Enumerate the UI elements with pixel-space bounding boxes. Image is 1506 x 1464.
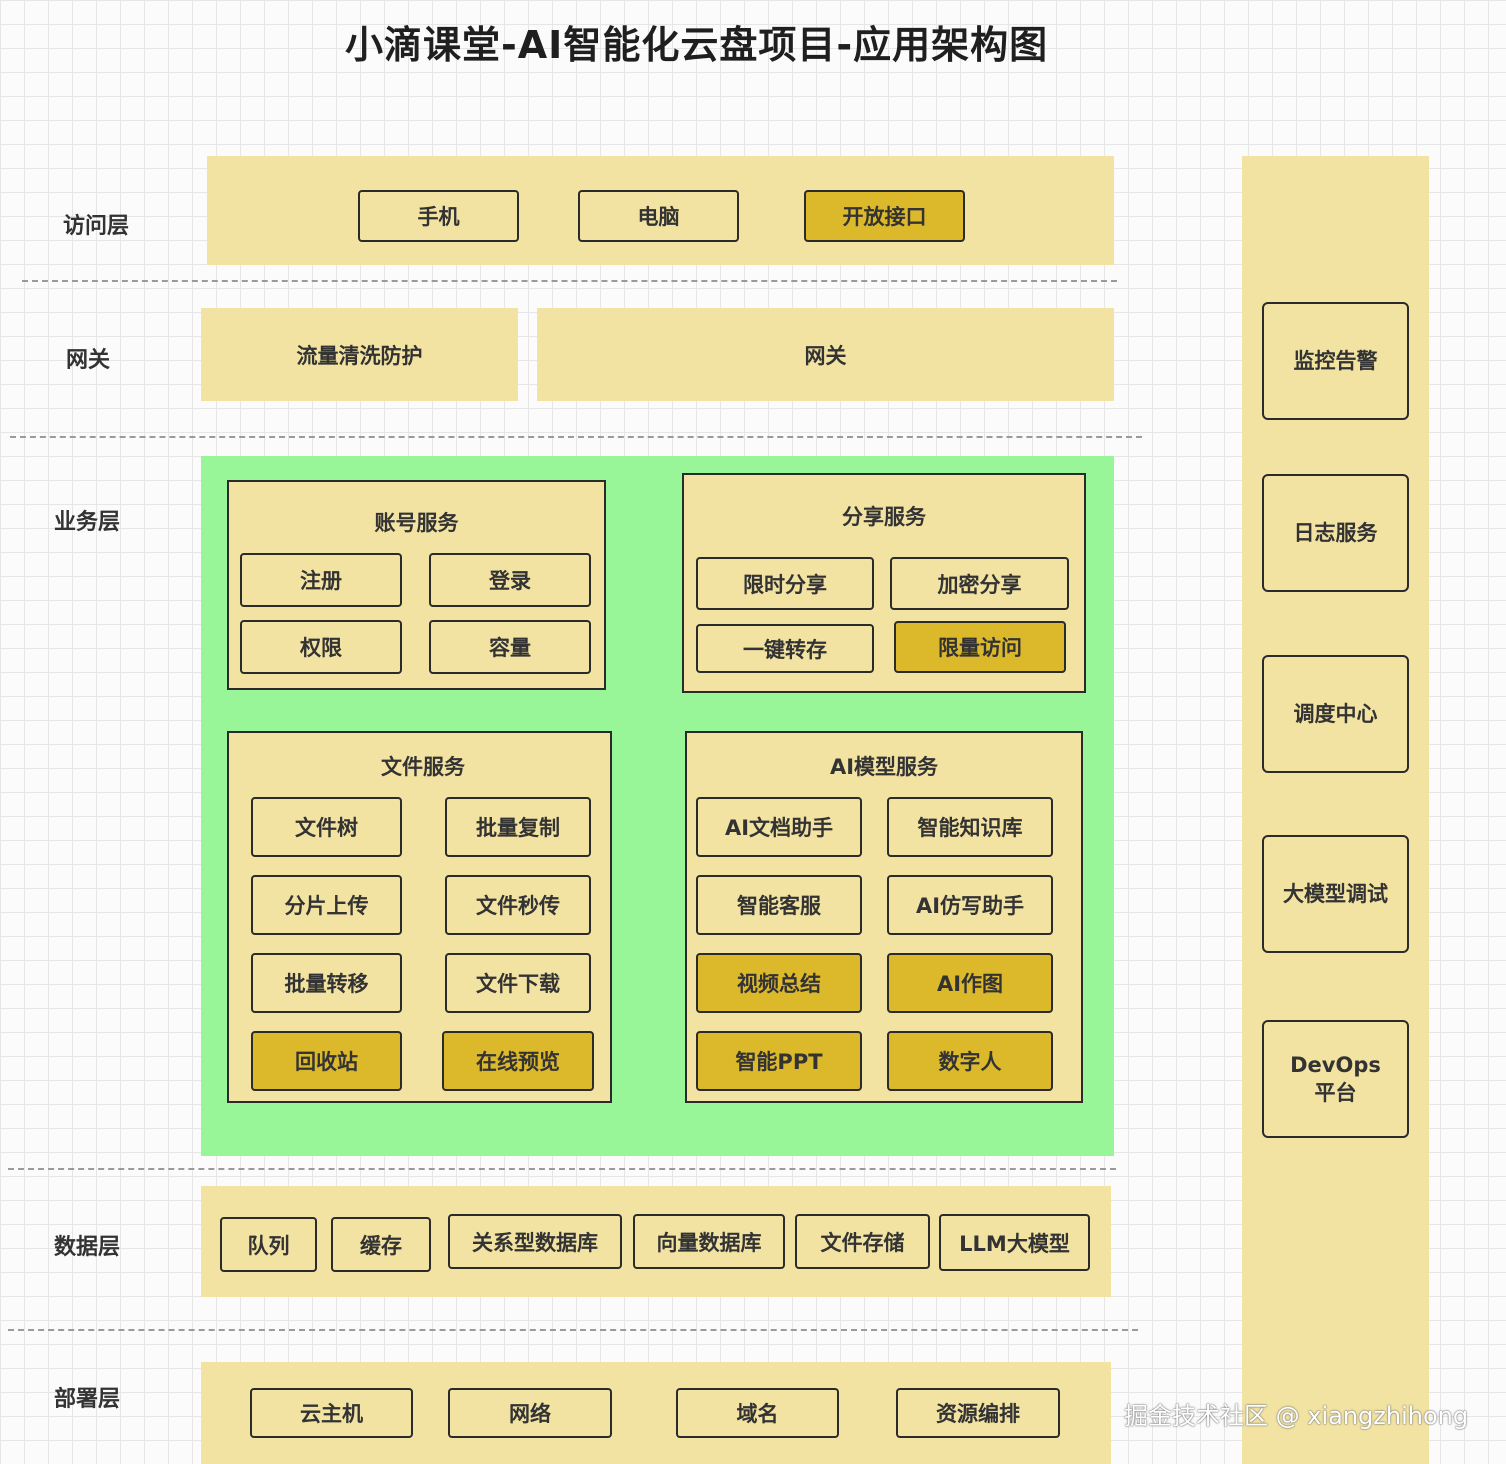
gateway-block: 网关 — [537, 308, 1114, 401]
data-file-storage: 文件存储 — [795, 1214, 930, 1269]
account-capacity: 容量 — [429, 620, 591, 674]
devops-line-1: DevOps — [1290, 1053, 1381, 1077]
ai-writing-assistant: AI仿写助手 — [887, 875, 1053, 935]
file-recycle-bin: 回收站 — [251, 1031, 402, 1091]
access-pc: 电脑 — [578, 190, 739, 242]
data-relational-db: 关系型数据库 — [448, 1214, 622, 1269]
share-limited-access: 限量访问 — [894, 621, 1066, 673]
file-online-preview: 在线预览 — [442, 1031, 594, 1091]
deploy-cloud-host: 云主机 — [250, 1388, 413, 1438]
ai-image-generation: AI作图 — [887, 953, 1053, 1013]
access-open-api: 开放接口 — [804, 190, 965, 242]
ai-service-title: AI模型服务 — [829, 755, 939, 779]
file-instant-upload: 文件秒传 — [445, 875, 591, 935]
ai-digital-human: 数字人 — [887, 1031, 1053, 1091]
ai-doc-assistant: AI文档助手 — [696, 797, 862, 857]
separator-data — [8, 1329, 1138, 1331]
right-devops-platform: DevOps 平台 — [1262, 1020, 1409, 1138]
separator-access — [22, 280, 1117, 282]
right-scheduling-center: 调度中心 — [1262, 655, 1409, 773]
file-chunk-upload: 分片上传 — [251, 875, 402, 935]
separator-business — [8, 1168, 1116, 1170]
ai-smart-ppt: 智能PPT — [696, 1031, 862, 1091]
file-service-title: 文件服务 — [381, 755, 465, 779]
share-service-title: 分享服务 — [842, 505, 926, 529]
data-vector-db: 向量数据库 — [633, 1214, 785, 1269]
account-service-title: 账号服务 — [374, 511, 459, 535]
right-log-service: 日志服务 — [1262, 474, 1409, 592]
traffic-cleaning-protection: 流量清洗防护 — [201, 308, 518, 401]
devops-line-2: 平台 — [1314, 1081, 1357, 1105]
share-one-click-save: 一键转存 — [696, 624, 874, 673]
ai-video-summary: 视频总结 — [696, 953, 862, 1013]
layer-label-deploy: 部署层 — [54, 1387, 121, 1412]
diagram-title: 小滴课堂-AI智能化云盘项目-应用架构图 — [345, 23, 1049, 67]
layer-label-access: 访问层 — [63, 214, 130, 239]
deploy-domain: 域名 — [676, 1388, 839, 1438]
account-permission: 权限 — [240, 620, 402, 674]
layer-label-gateway: 网关 — [66, 348, 111, 373]
deploy-resource-orchestration: 资源编排 — [896, 1388, 1060, 1438]
access-phone: 手机 — [358, 190, 519, 242]
watermark: 掘金技术社区 @ xiangzhihong — [1124, 1402, 1469, 1430]
file-tree: 文件树 — [251, 797, 402, 857]
data-llm: LLM大模型 — [939, 1214, 1090, 1271]
ai-customer-service: 智能客服 — [696, 875, 862, 935]
account-login: 登录 — [429, 553, 591, 607]
share-encrypted: 加密分享 — [890, 557, 1069, 610]
deploy-network: 网络 — [448, 1388, 612, 1438]
share-timed: 限时分享 — [696, 557, 874, 610]
file-batch-copy: 批量复制 — [445, 797, 591, 857]
right-monitoring-alert: 监控告警 — [1262, 302, 1409, 420]
data-cache: 缓存 — [331, 1217, 431, 1272]
account-register: 注册 — [240, 553, 402, 607]
separator-gateway — [10, 436, 1142, 438]
file-download: 文件下载 — [445, 953, 591, 1013]
right-llm-debugging: 大模型调试 — [1262, 835, 1409, 953]
file-batch-move: 批量转移 — [251, 953, 402, 1013]
data-queue: 队列 — [220, 1217, 317, 1272]
layer-label-data: 数据层 — [54, 1235, 121, 1260]
ai-knowledge-base: 智能知识库 — [887, 797, 1053, 857]
layer-label-business: 业务层 — [54, 510, 121, 535]
